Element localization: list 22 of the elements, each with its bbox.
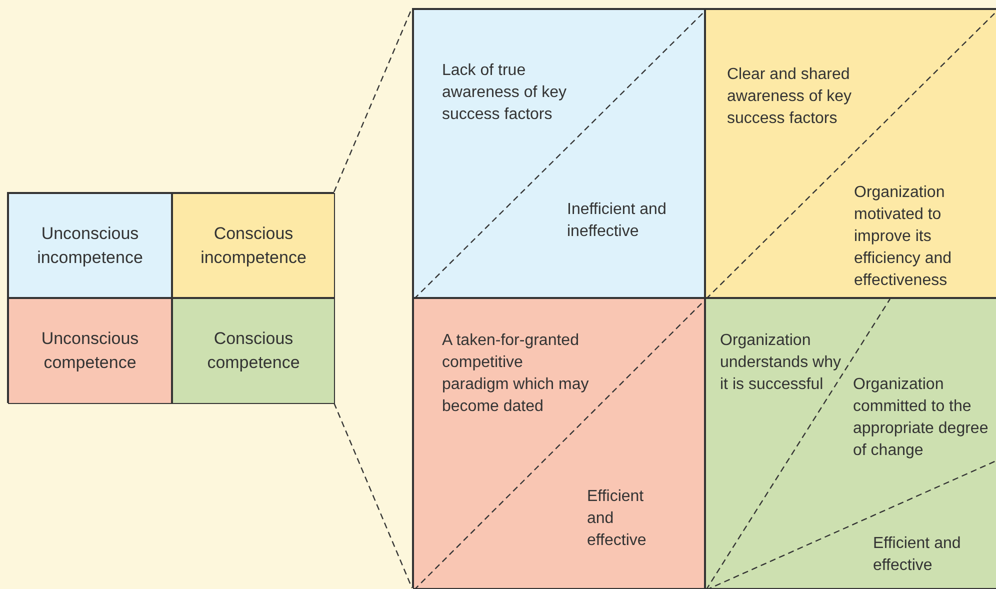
quadrant-description: Organization motivated to improve its efficiency and effectiveness xyxy=(854,183,953,291)
quadrant-box xyxy=(8,193,172,298)
quadrant-box xyxy=(172,298,335,404)
quadrant-description: Organization understands why it is successful xyxy=(720,331,842,395)
quadrant-description: Efficient and effective xyxy=(587,487,648,551)
quadrant-box xyxy=(413,298,705,589)
zoom-line xyxy=(333,402,413,588)
quadrant-label: Unconscious competence xyxy=(40,328,140,374)
quadrant-box xyxy=(172,193,335,298)
quadrant-grid xyxy=(7,192,334,403)
quadrant-box xyxy=(705,298,996,589)
quadrant-label: Unconscious incompetence xyxy=(36,222,144,268)
quadrant-description: Inefficient and ineffective xyxy=(567,200,668,242)
quadrant-label: Conscious competence xyxy=(206,328,301,374)
quadrant-description: Efficient and effective xyxy=(873,534,962,576)
quadrant-label: Conscious incompetence xyxy=(200,222,308,268)
quadrant-description: Organization committed to the appropriate degree of change xyxy=(853,375,990,461)
quadrant-description: A taken-for-granted competitive paradigm which may become dated xyxy=(442,331,590,417)
quadrant-grid xyxy=(412,8,996,588)
quadrant-box xyxy=(8,298,172,404)
quadrant-description: Clear and shared awareness of key success factors xyxy=(727,65,853,129)
quadrant-description: Lack of true awareness of key success factors xyxy=(442,61,568,125)
